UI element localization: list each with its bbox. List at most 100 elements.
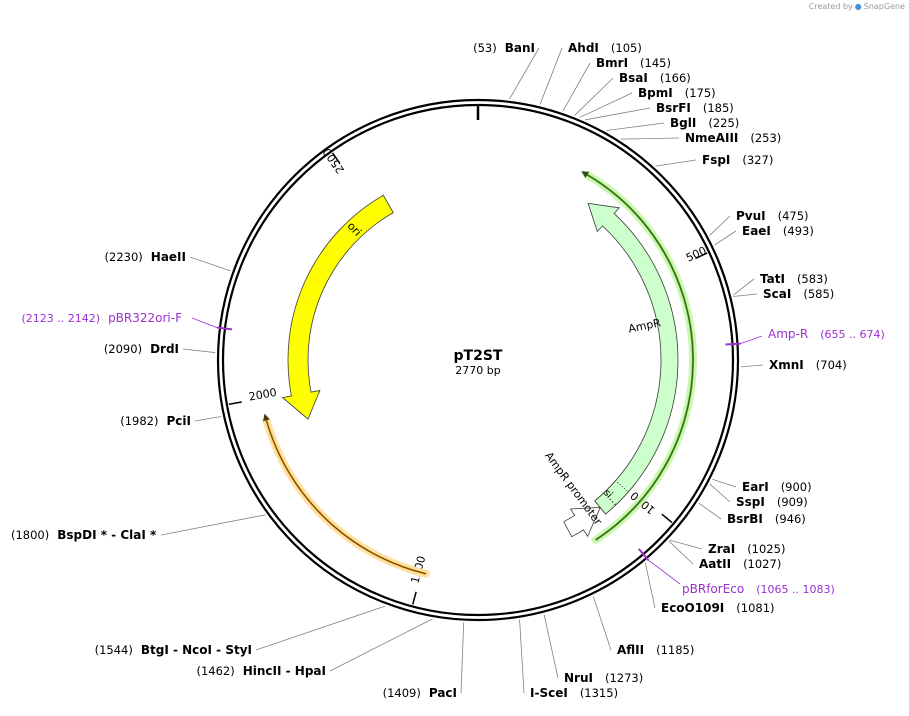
enzyme-leader [585, 107, 651, 121]
enzyme-label[interactable]: (1982)PciI [120, 414, 191, 428]
enzyme-16[interactable]: BsrBI(946) [698, 502, 806, 526]
enzyme-position: (475) [778, 209, 809, 223]
enzyme-label[interactable]: TatI(583) [760, 272, 828, 286]
enzyme-3[interactable]: BsaI(166) [574, 71, 691, 116]
enzyme-position: (253) [750, 131, 781, 145]
tick-mark-2000 [228, 401, 242, 405]
enzyme-name[interactable]: BglI [670, 116, 696, 130]
enzyme-17[interactable]: ZraI(1025) [669, 539, 786, 556]
enzyme-name[interactable]: BsaI [619, 71, 648, 85]
enzyme-4[interactable]: BpmI(175) [579, 86, 716, 118]
enzyme-label[interactable]: NmeAIII (253) [685, 131, 781, 145]
enzyme-label[interactable]: BsaI(166) [619, 71, 691, 85]
enzyme-1[interactable]: AhdI(105) [539, 41, 642, 105]
enzyme-label[interactable]: (1409)PacI [383, 686, 457, 700]
enzyme-label[interactable]: ScaI(585) [763, 287, 834, 301]
enzyme-leader [592, 596, 612, 651]
enzyme-18[interactable]: AatII(1027) [668, 540, 781, 571]
enzyme-label[interactable]: XmnI(704) [769, 358, 847, 372]
enzyme-label[interactable]: (1800)BspDI * - ClaI * [11, 528, 157, 542]
enzyme-24[interactable]: (1462)HincII - HpaI [196, 618, 433, 678]
enzyme-9[interactable]: PvuI (475) [709, 209, 809, 236]
enzyme-label[interactable]: EaeI(493) [742, 224, 814, 238]
enzyme-label[interactable]: BglI(225) [670, 116, 739, 130]
enzyme-13[interactable]: XmnI(704) [740, 358, 847, 372]
enzyme-name[interactable]: BsrBI [727, 512, 763, 526]
enzyme-8[interactable]: FspI(327) [655, 153, 774, 167]
enzyme-label[interactable]: (2230)HaeII [105, 250, 186, 264]
enzyme-19[interactable]: EcoO109I(1081) [644, 562, 775, 615]
enzyme-label[interactable]: PvuI (475) [736, 209, 809, 223]
enzyme-label[interactable]: BsrFI(185) [656, 101, 734, 115]
enzyme-20[interactable]: AflII(1185) [592, 596, 694, 657]
enzyme-name[interactable]: EcoO109I [661, 601, 724, 615]
enzyme-7[interactable]: NmeAIII (253) [620, 131, 782, 145]
enzyme-0[interactable]: (53)BanI [473, 41, 540, 100]
enzyme-12[interactable]: ScaI(585) [733, 287, 834, 301]
enzyme-label[interactable]: SspI(909) [736, 495, 808, 509]
enzyme-name[interactable]: EaeI [742, 224, 771, 238]
enzyme-11[interactable]: TatI(583) [732, 272, 828, 296]
enzyme-name[interactable]: BmrI [596, 56, 628, 70]
enzyme-name[interactable]: PciI [167, 414, 192, 428]
enzyme-15[interactable]: SspI(909) [709, 483, 808, 509]
enzyme-name[interactable]: NmeAIII [685, 131, 738, 145]
enzyme-label[interactable]: NruI(1273) [564, 671, 643, 685]
enzyme-name[interactable]: NruI [564, 671, 593, 685]
enzyme-name[interactable]: BpmI [638, 86, 673, 100]
enzyme-name[interactable]: AhdI [568, 41, 599, 55]
enzyme-name[interactable]: EarI [742, 480, 769, 494]
enzyme-name[interactable]: XmnI [769, 358, 804, 372]
enzyme-21[interactable]: NruI(1273) [543, 614, 643, 685]
enzyme-label[interactable]: AflII(1185) [617, 643, 694, 657]
enzyme-label[interactable]: BmrI (145) [596, 56, 671, 70]
enzyme-name[interactable]: SspI [736, 495, 765, 509]
enzyme-label[interactable]: AatII(1027) [699, 557, 781, 571]
enzyme-label[interactable]: AhdI(105) [568, 41, 642, 55]
enzyme-29[interactable]: (2230)HaeII [105, 250, 231, 272]
enzyme-name[interactable]: ScaI [763, 287, 791, 301]
enzyme-name[interactable]: HaeII [151, 250, 186, 264]
enzyme-label[interactable]: BsrBI(946) [727, 512, 806, 526]
enzyme-5[interactable]: BsrFI(185) [585, 101, 734, 121]
enzyme-name[interactable]: AflII [617, 643, 644, 657]
enzyme-label[interactable]: FspI(327) [702, 153, 773, 167]
enzyme-28[interactable]: (2090)DrdI [104, 342, 216, 356]
enzyme-label[interactable]: (2090)DrdI [104, 342, 179, 356]
enzyme-25[interactable]: (1544)BtgI - NcoI - StyI [95, 605, 386, 657]
enzyme-name[interactable]: FspI [702, 153, 730, 167]
enzyme-label[interactable]: BpmI(175) [638, 86, 716, 100]
feature-label-ampr: AmpR [627, 316, 662, 335]
enzyme-position: (900) [781, 480, 812, 494]
enzyme-10[interactable]: EaeI(493) [714, 224, 814, 246]
enzyme-name[interactable]: BtgI - NcoI - StyI [141, 643, 252, 657]
enzyme-27[interactable]: (1982)PciI [120, 414, 222, 428]
enzyme-6[interactable]: BglI(225) [606, 116, 739, 131]
feature-arrow-ampr-promoter [563, 507, 601, 538]
enzyme-23[interactable]: (1409)PacI [383, 622, 465, 700]
enzyme-name[interactable]: PvuI [736, 209, 766, 223]
enzyme-name[interactable]: AatII [699, 557, 731, 571]
enzyme-label[interactable]: (1544)BtgI - NcoI - StyI [95, 643, 252, 657]
enzyme-name[interactable]: BspDI * - ClaI * [57, 528, 157, 542]
enzyme-name[interactable]: ZraI [708, 542, 735, 556]
enzyme-name[interactable]: BanI [505, 41, 535, 55]
enzyme-name[interactable]: TatI [760, 272, 785, 286]
enzyme-label[interactable]: EarI (900) [742, 480, 812, 494]
enzyme-name[interactable]: DrdI [150, 342, 179, 356]
enzyme-26[interactable]: (1800)BspDI * - ClaI * [11, 514, 266, 542]
enzyme-label[interactable]: ZraI(1025) [708, 542, 785, 556]
enzyme-label[interactable]: I-SceI(1315) [530, 686, 618, 700]
enzyme-2[interactable]: BmrI (145) [562, 56, 671, 112]
enzyme-label[interactable]: (1462)HincII - HpaI [196, 664, 326, 678]
enzyme-22[interactable]: I-SceI(1315) [519, 619, 618, 700]
enzyme-label[interactable]: EcoO109I(1081) [661, 601, 775, 615]
enzyme-name[interactable]: HincII - HpaI [243, 664, 326, 678]
enzyme-name[interactable]: PacI [429, 686, 457, 700]
enzyme-position: (145) [640, 56, 671, 70]
enzyme-name[interactable]: I-SceI [530, 686, 568, 700]
enzyme-name[interactable]: BsrFI [656, 101, 691, 115]
enzyme-14[interactable]: EarI (900) [712, 478, 812, 494]
enzyme-label[interactable]: (53)BanI [473, 41, 535, 55]
